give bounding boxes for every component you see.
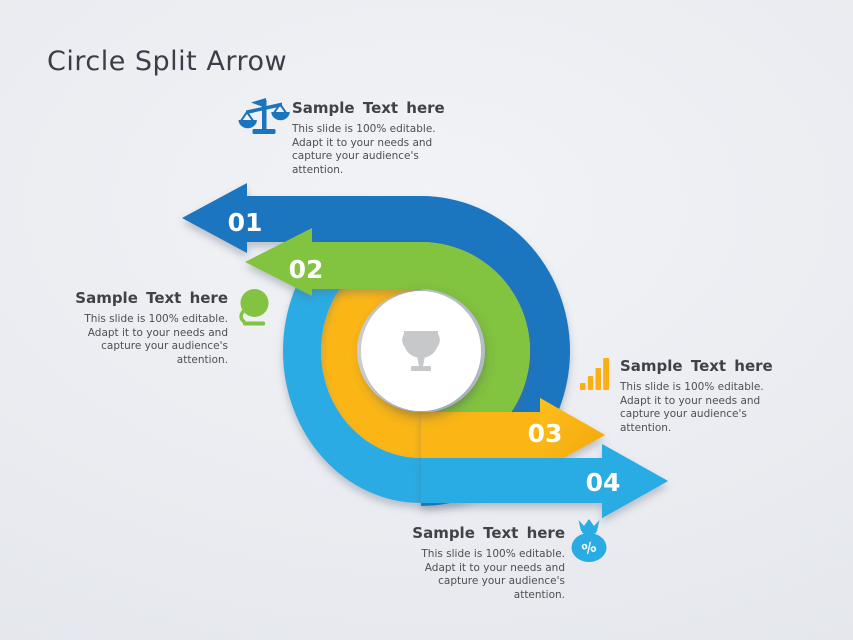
- arrow-01-label: 01: [228, 208, 263, 237]
- text-block-bottom: Sample Text here This slide is 100% edit…: [385, 524, 565, 602]
- arrow-02-label: 02: [289, 255, 324, 284]
- block-left-heading: Sample Text here: [75, 289, 228, 307]
- arrow-03-head: [540, 398, 605, 471]
- globe-icon: [239, 289, 269, 326]
- body-line: capture your audience's: [292, 150, 419, 163]
- body-line: Adapt it to your needs and: [87, 326, 228, 339]
- block-bottom-body: This slide is 100% editable. Adapt it to…: [385, 548, 565, 602]
- body-line: attention.: [176, 353, 228, 366]
- block-right-heading: Sample Text here: [620, 357, 773, 375]
- block-top-heading: Sample Text here: [292, 99, 445, 117]
- arrow-03-label: 03: [528, 419, 563, 448]
- block-right-body: This slide is 100% editable. Adapt it to…: [620, 381, 790, 435]
- body-line: This slide is 100% editable.: [292, 123, 436, 135]
- body-line: Adapt it to your needs and: [292, 136, 433, 149]
- money-bag-percent: %: [580, 539, 598, 559]
- arrow-02-shape: [245, 228, 530, 460]
- block-top-body: This slide is 100% editable. Adapt it to…: [292, 123, 452, 177]
- body-line: attention.: [620, 421, 672, 434]
- body-line: attention.: [513, 588, 565, 601]
- block-left-body: This slide is 100% editable. Adapt it to…: [48, 313, 228, 367]
- arrow-04-label: 04: [586, 468, 621, 497]
- body-line: capture your audience's: [620, 408, 747, 421]
- text-block-top: Sample Text here This slide is 100% edit…: [292, 99, 452, 177]
- text-block-left: Sample Text here This slide is 100% edit…: [48, 289, 228, 367]
- arrow-04-band-overlay: [421, 444, 668, 518]
- money-bag-icon: %: [571, 519, 607, 562]
- bar-chart-icon: [580, 358, 610, 390]
- body-line: This slide is 100% editable.: [421, 548, 565, 560]
- body-line: capture your audience's: [101, 340, 228, 353]
- body-line: capture your audience's: [438, 575, 565, 588]
- block-bottom-heading: Sample Text here: [412, 524, 565, 542]
- arrow-01-shape: [182, 183, 570, 506]
- slide-title: Circle Split Arrow: [47, 46, 288, 77]
- body-line: This slide is 100% editable.: [84, 313, 228, 325]
- text-block-right: Sample Text here This slide is 100% edit…: [620, 357, 790, 435]
- body-line: This slide is 100% editable.: [620, 381, 764, 393]
- body-line: attention.: [292, 163, 344, 176]
- scales-icon: [238, 98, 290, 134]
- trophy-icon: [402, 331, 440, 371]
- body-line: Adapt it to your needs and: [620, 394, 761, 407]
- body-line: Adapt it to your needs and: [424, 561, 565, 574]
